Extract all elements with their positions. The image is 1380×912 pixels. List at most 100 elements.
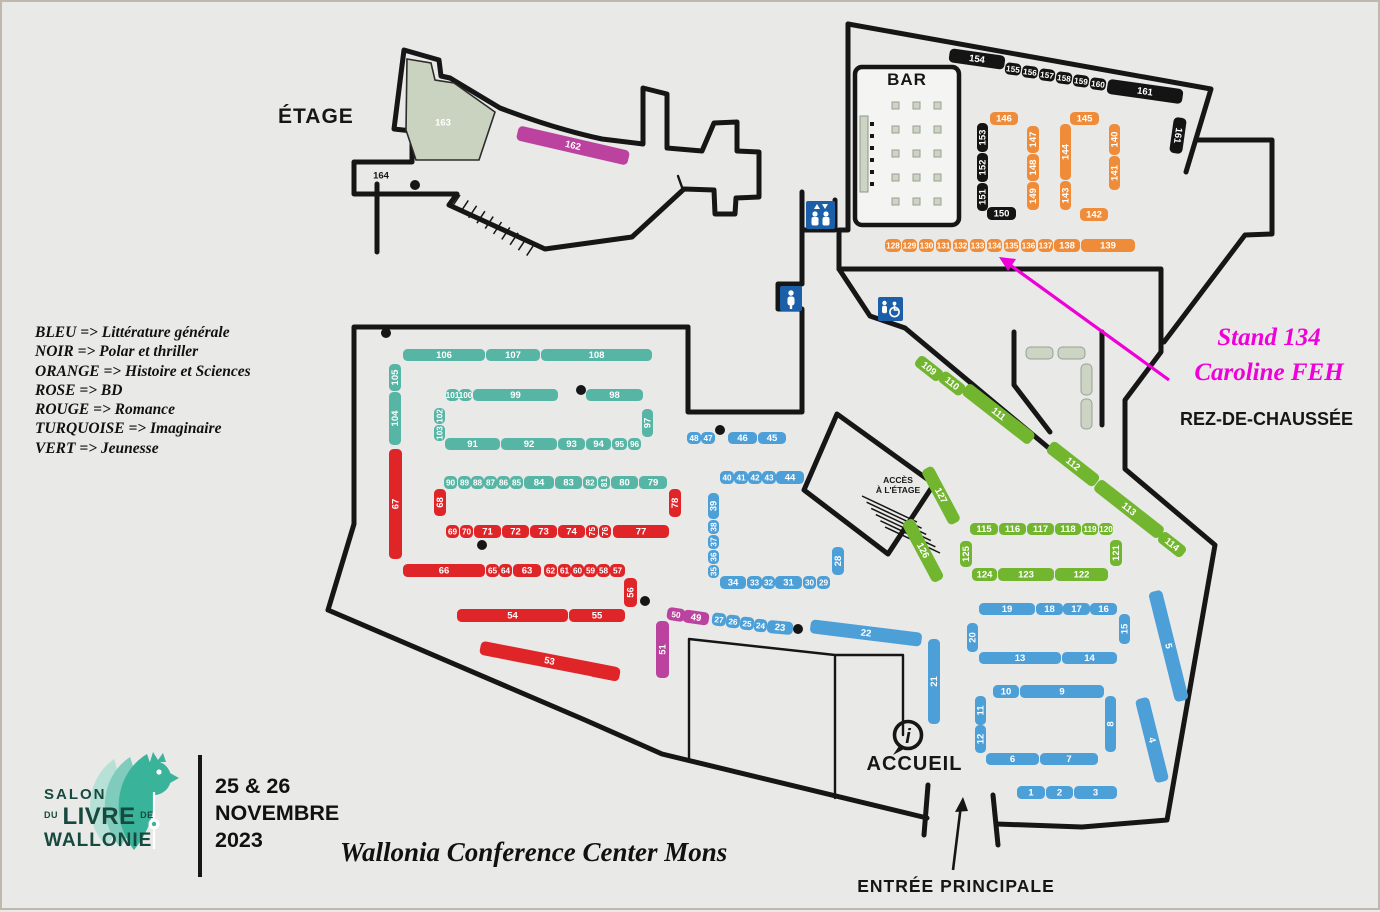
stand-92: 92 <box>501 438 557 450</box>
svg-text:161: 161 <box>1136 85 1154 98</box>
accueil-label: ACCUEIL <box>866 753 963 775</box>
svg-text:33: 33 <box>750 579 760 588</box>
stand-50: 50 <box>666 607 686 622</box>
rez-de-chaussee-label: REZ-DE-CHAUSSÉE <box>1179 409 1353 429</box>
stand-150: 150 <box>987 207 1016 220</box>
svg-text:142: 142 <box>1086 210 1102 221</box>
stand-57: 57 <box>610 564 625 577</box>
stand-82: 82 <box>583 476 597 489</box>
svg-text:117: 117 <box>1033 524 1048 535</box>
svg-text:65: 65 <box>488 567 498 576</box>
stand-142: 142 <box>1080 208 1108 221</box>
svg-text:9: 9 <box>1059 687 1064 698</box>
stand-116: 116 <box>999 523 1026 535</box>
svg-text:55: 55 <box>592 611 603 622</box>
etage-wing-walls <box>351 47 762 255</box>
stand-1: 1 <box>1017 786 1045 799</box>
stand-159: 159 <box>1072 74 1090 88</box>
svg-text:150: 150 <box>994 209 1010 220</box>
svg-text:70: 70 <box>462 528 472 537</box>
stand-113: 113 <box>1094 480 1164 538</box>
stand-152: 152 <box>977 153 989 182</box>
svg-text:23: 23 <box>774 622 785 634</box>
svg-text:123: 123 <box>1018 570 1034 581</box>
svg-text:28: 28 <box>833 556 844 567</box>
svg-text:106: 106 <box>436 350 452 361</box>
annotation-stand-134: Stand 134 <box>1217 324 1321 351</box>
svg-text:139: 139 <box>1100 241 1116 252</box>
svg-text:78: 78 <box>670 498 681 509</box>
svg-text:88: 88 <box>473 479 483 488</box>
entree-principale-label: ENTRÉE PRINCIPALE <box>857 876 1055 896</box>
stand-134-arrow <box>999 257 1170 382</box>
svg-text:152: 152 <box>978 160 989 176</box>
svg-text:87: 87 <box>486 479 496 488</box>
svg-text:94: 94 <box>593 439 604 450</box>
svg-text:144: 144 <box>1061 143 1072 160</box>
stand-38: 38 <box>708 520 719 534</box>
stand-99: 99 <box>473 389 558 401</box>
svg-text:125: 125 <box>961 545 972 562</box>
svg-text:116: 116 <box>1005 524 1020 535</box>
svg-text:141: 141 <box>1110 164 1121 181</box>
stand-18: 18 <box>1036 603 1063 615</box>
svg-text:153: 153 <box>978 130 989 146</box>
svg-text:36: 36 <box>710 552 719 562</box>
svg-text:7: 7 <box>1066 754 1071 765</box>
stand-106: 106 <box>403 349 485 361</box>
svg-text:60: 60 <box>573 567 583 576</box>
svg-text:86: 86 <box>499 479 509 488</box>
stand-83: 83 <box>555 476 582 489</box>
stand-93: 93 <box>558 438 585 450</box>
svg-text:41: 41 <box>736 474 746 483</box>
stand-151: 151 <box>977 183 989 211</box>
stand-103: 103 <box>434 425 445 441</box>
svg-text:108: 108 <box>589 350 605 361</box>
svg-text:155: 155 <box>1006 64 1021 75</box>
svg-text:53: 53 <box>543 655 555 668</box>
stand-97: 97 <box>642 409 654 437</box>
bar-counter-seats <box>870 122 874 186</box>
stand-145: 145 <box>1070 112 1099 125</box>
svg-text:18: 18 <box>1044 604 1055 615</box>
stand-68: 68 <box>434 489 446 516</box>
stand-46: 46 <box>728 432 757 444</box>
stand-98: 98 <box>586 389 643 401</box>
logo-text: SALON DU LIVRE DE WALLONIE <box>44 787 154 850</box>
stand-7: 7 <box>1040 753 1098 765</box>
stand-2: 2 <box>1046 786 1073 799</box>
svg-text:58: 58 <box>599 567 609 576</box>
north-wing-walls <box>836 21 1275 830</box>
svg-text:161: 161 <box>1171 127 1184 145</box>
stand-65: 65 <box>486 564 499 577</box>
stand-4: 4 <box>1135 697 1169 783</box>
svg-text:59: 59 <box>586 567 596 576</box>
legend-item: ROUGE => Romance <box>35 401 175 419</box>
svg-text:22: 22 <box>860 627 872 639</box>
stand-137: 137 <box>1038 239 1053 252</box>
svg-text:92: 92 <box>524 439 535 450</box>
svg-text:5: 5 <box>1162 642 1174 650</box>
stand-162: 162 <box>516 126 630 165</box>
stand-160: 160 <box>1089 77 1107 91</box>
stand-66: 66 <box>403 564 485 577</box>
logo-wallonie: WALLONIE <box>44 830 153 851</box>
table <box>1080 363 1093 396</box>
stand-21: 21 <box>928 639 940 724</box>
svg-text:45: 45 <box>767 433 778 444</box>
annotation-caroline-feh: Caroline FEH <box>1194 359 1344 386</box>
stand-84: 84 <box>524 476 554 489</box>
stand-76: 76 <box>599 525 611 538</box>
svg-text:10: 10 <box>1001 687 1012 698</box>
stand-56: 56 <box>624 578 637 607</box>
stand-130: 130 <box>919 239 934 252</box>
svg-text:143: 143 <box>1061 188 1072 204</box>
svg-text:148: 148 <box>1028 160 1039 176</box>
acces-etage-label: ACCÈS À L'ÉTAGE <box>860 475 936 495</box>
svg-text:46: 46 <box>737 433 748 444</box>
zone-163 <box>405 58 496 161</box>
svg-text:79: 79 <box>648 478 659 489</box>
stand-134: 134 <box>987 239 1002 252</box>
info-icon <box>892 719 924 755</box>
